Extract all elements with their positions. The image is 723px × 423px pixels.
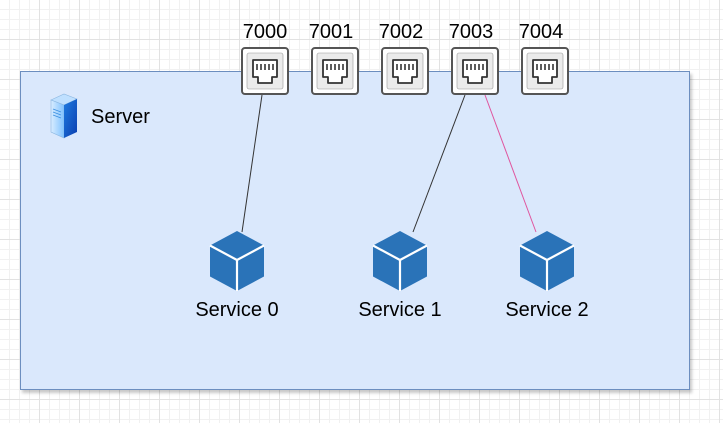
port-7000[interactable] xyxy=(241,47,289,95)
service-1-cube-icon[interactable] xyxy=(372,230,428,292)
port-label-7003: 7003 xyxy=(448,21,494,43)
port-label-7000: 7000 xyxy=(242,21,288,43)
port-label-7001: 7001 xyxy=(308,21,354,43)
service-0-cube-icon[interactable] xyxy=(209,230,265,292)
service-label-1: Service 1 xyxy=(358,299,442,321)
server-container[interactable] xyxy=(20,71,690,390)
service-label-2: Service 2 xyxy=(505,299,589,321)
port-7004[interactable] xyxy=(521,47,569,95)
service-2-cube-icon[interactable] xyxy=(519,230,575,292)
service-label-0: Service 0 xyxy=(195,299,279,321)
server-label: Server xyxy=(91,106,150,128)
port-label-7002: 7002 xyxy=(378,21,424,43)
port-7002[interactable] xyxy=(381,47,429,95)
server-icon xyxy=(50,93,78,139)
port-7001[interactable] xyxy=(311,47,359,95)
port-7003[interactable] xyxy=(451,47,499,95)
port-label-7004: 7004 xyxy=(518,21,564,43)
